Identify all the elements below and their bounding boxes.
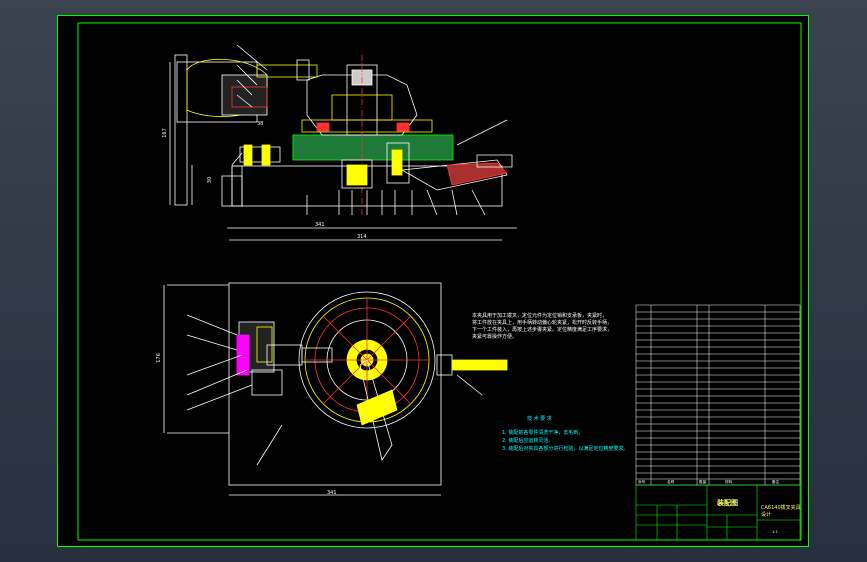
- scale-value: 1:1: [772, 530, 778, 534]
- work-note-line: 夹紧可靠操作方便。: [472, 334, 518, 340]
- header-cell-qty: 数量: [699, 480, 707, 484]
- drawing-name: 装配图: [717, 499, 738, 507]
- header-cell-name: 名称: [667, 480, 675, 484]
- part-name: CA6140拨叉夹具: [761, 505, 801, 511]
- work-note: 本夹具用于加工拨叉，定位元件为定位销和支承板，夹紧时， 将工件放在夹具上，用手柄…: [472, 313, 622, 341]
- work-note-line: 下一个工件装入，再按上述步骤夹紧。定位精度满足工序要求，: [472, 327, 613, 333]
- dim-top-width-1: 341: [315, 222, 325, 228]
- dim-bottom-width: 341: [327, 490, 337, 496]
- dim-top-height-2: 38: [257, 121, 264, 127]
- plan-view: [163, 282, 508, 496]
- tech-requirements-list: 1. 装配前各零件清洗干净，去毛刺。 2. 装配后应运转灵活。 3. 装配后对夹…: [502, 429, 632, 453]
- work-note-line: 本夹具用于加工拨叉，定位元件为定位销和支承板，夹紧时，: [472, 313, 608, 319]
- dim-top-width-2: 314: [357, 234, 367, 240]
- front-section-view: [169, 44, 517, 241]
- parts-list-table: [635, 304, 801, 486]
- tech-requirement-item: 3. 装配后对夹具各部分进行检验，以满足定位精度要求。: [502, 446, 629, 452]
- dim-bottom-height: 176: [155, 353, 162, 363]
- header-cell-no: 序号: [638, 480, 646, 484]
- tech-requirements-heading: 技 术 要 求: [527, 416, 552, 422]
- header-cell-remark: 备注: [772, 480, 780, 484]
- dim-top-height: 167: [161, 128, 168, 138]
- work-note-line: 将工件放在夹具上，用手柄转动偏心轮夹紧，松开时反转手柄，: [472, 320, 613, 326]
- part-name-line2: 设计: [761, 512, 772, 518]
- drawing-svg: [57, 15, 809, 547]
- tech-requirement-item: 1. 装配前各零件清洗干净，去毛刺。: [502, 430, 584, 436]
- dim-side-30: 30: [207, 176, 214, 184]
- inner-frame: [77, 22, 802, 541]
- header-cell-material: 材料: [725, 480, 733, 484]
- title-block: [635, 484, 801, 541]
- outer-frame: [57, 15, 809, 547]
- tech-requirement-item: 2. 装配后应运转灵活。: [502, 438, 554, 444]
- drawing-canvas[interactable]: 341 314 167 38 30 341 176 本夹具用于加工拨叉，定位元件…: [57, 15, 809, 547]
